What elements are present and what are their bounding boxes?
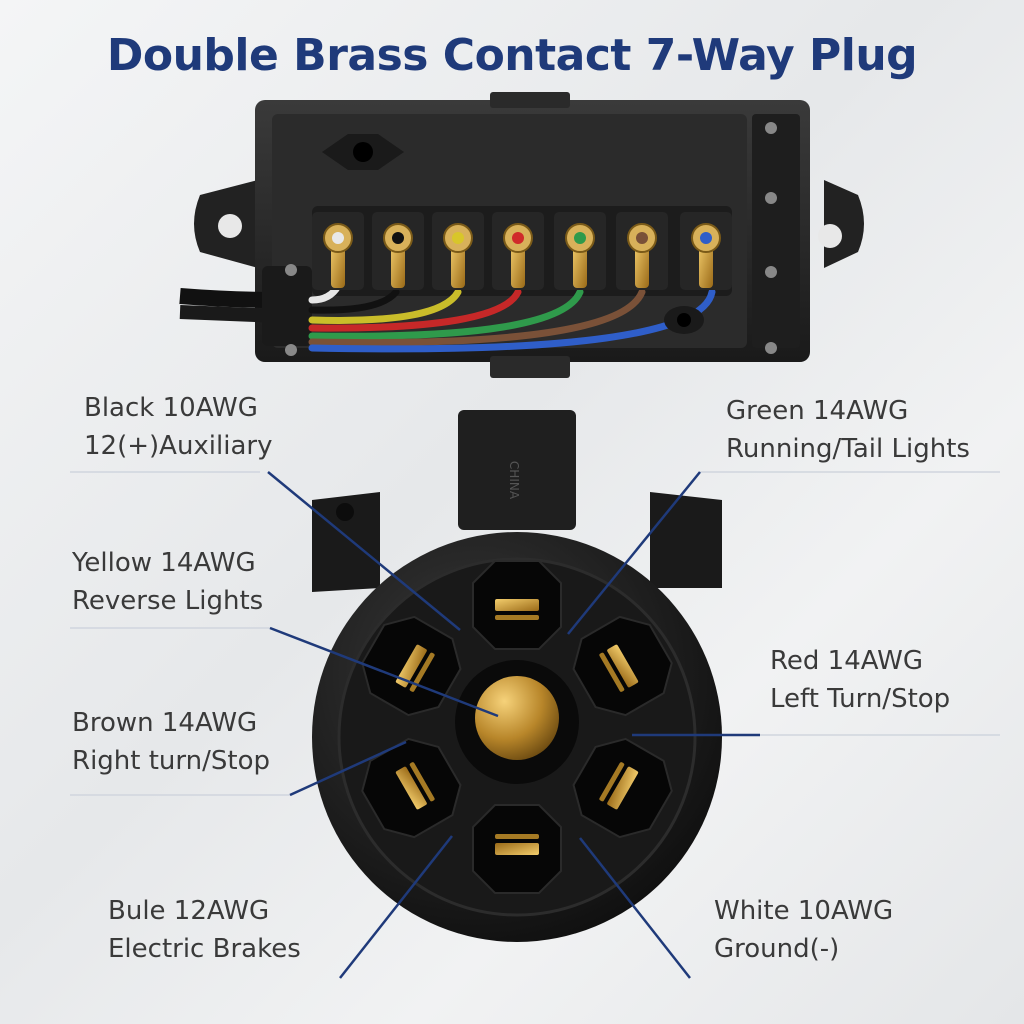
brass-contact-icon	[409, 762, 435, 802]
terminal-color-dot-blue	[700, 232, 712, 244]
label-black: Black 10AWG 12(+)Auxiliary	[84, 389, 273, 465]
lid-clip-top	[490, 92, 570, 108]
mount-hole-left-icon	[218, 214, 242, 238]
junction-box	[179, 92, 864, 378]
seven-way-plug: CHINA	[312, 410, 722, 942]
terminal-color-dot-brown	[636, 232, 648, 244]
label-black-function: 12(+)Auxiliary	[84, 431, 273, 461]
brass-contact-icon	[495, 599, 539, 611]
leader-brown	[289, 740, 407, 797]
leader-blue	[339, 835, 453, 979]
label-blue-function: Electric Brakes	[108, 934, 301, 964]
label-white: White 10AWG Ground(-)	[714, 892, 893, 968]
brass-contact-icon	[395, 766, 427, 810]
label-red-gauge: Red 14AWG	[770, 646, 923, 676]
brass-contact-icon	[607, 766, 639, 810]
box-right-strip	[752, 114, 800, 348]
wire-harness-cable	[179, 264, 312, 356]
brass-contact-icon	[607, 644, 639, 688]
label-yellow-function: Reverse Lights	[72, 586, 264, 616]
lid-clip-bottom	[490, 356, 570, 378]
terminal-color-dot-green	[574, 232, 586, 244]
screw-icon	[765, 342, 777, 354]
plug-key	[458, 410, 576, 530]
label-white-gauge: White 10AWG	[714, 896, 894, 926]
label-white-function: Ground(-)	[714, 934, 840, 964]
center-brass-pin-icon	[475, 676, 559, 760]
screw-icon	[285, 344, 297, 356]
label-green: Green 14AWG Running/Tail Lights	[726, 392, 970, 468]
terminal-screws	[312, 212, 732, 290]
brass-contact-icon	[495, 843, 539, 855]
socket-1	[361, 737, 462, 839]
terminal-color-dot-yellow	[452, 232, 464, 244]
screw-icon	[285, 264, 297, 276]
mount-hole-right-icon	[818, 224, 842, 248]
wire-yellow	[308, 288, 462, 324]
leader-lines	[70, 471, 1000, 979]
plug-flange-left	[312, 492, 380, 592]
brass-contact-icon	[409, 652, 435, 692]
screw-icon	[765, 192, 777, 204]
brass-contact-icon	[599, 762, 625, 802]
outer-sockets	[361, 560, 673, 894]
screw-icon	[765, 122, 777, 134]
brass-contact-icon	[495, 615, 539, 620]
plug-flange-right	[650, 492, 722, 588]
label-red-function: Left Turn/Stop	[770, 684, 951, 714]
label-blue: Bule 12AWG Electric Brakes	[108, 892, 301, 968]
leader-white	[579, 837, 691, 979]
label-brown-function: Right turn/Stop	[72, 746, 270, 776]
label-green-gauge: Green 14AWG	[726, 396, 909, 426]
brass-contact-icon	[495, 834, 539, 839]
leader-green	[567, 471, 701, 635]
plug-marking: CHINA	[507, 461, 521, 500]
terminal-color-dot-red	[512, 232, 524, 244]
socket-3	[472, 560, 562, 650]
terminal-color-dot-black	[392, 232, 404, 244]
label-blue-gauge: Bule 12AWG	[108, 896, 270, 926]
label-red: Red 14AWG Left Turn/Stop	[770, 642, 950, 718]
page-title: Double Brass Contact 7-Way Plug	[106, 30, 918, 81]
label-brown-gauge: Brown 14AWG	[72, 708, 258, 738]
socket-5	[572, 737, 673, 839]
brass-contact-icon	[599, 652, 625, 692]
label-brown: Brown 14AWG Right turn/Stop	[72, 704, 270, 780]
label-yellow: Yellow 14AWG Reverse Lights	[72, 544, 263, 620]
wire-red	[308, 288, 522, 332]
leader-yellow	[269, 626, 499, 718]
wire-black	[308, 288, 400, 314]
socket-4	[572, 615, 673, 717]
terminal-color-dot-white	[332, 232, 344, 244]
wire-green	[308, 288, 584, 340]
label-black-gauge: Black 10AWG	[84, 393, 258, 423]
socket-6	[472, 804, 562, 894]
screw-icon	[765, 266, 777, 278]
label-yellow-gauge: Yellow 14AWG	[72, 548, 256, 578]
leader-black	[267, 471, 461, 631]
wire-blue	[308, 288, 716, 353]
socket-2	[361, 615, 462, 717]
brass-contact-icon	[395, 644, 427, 688]
cable-grommet	[262, 266, 312, 346]
wire-brown	[308, 288, 646, 347]
label-green-function: Running/Tail Lights	[726, 434, 970, 464]
